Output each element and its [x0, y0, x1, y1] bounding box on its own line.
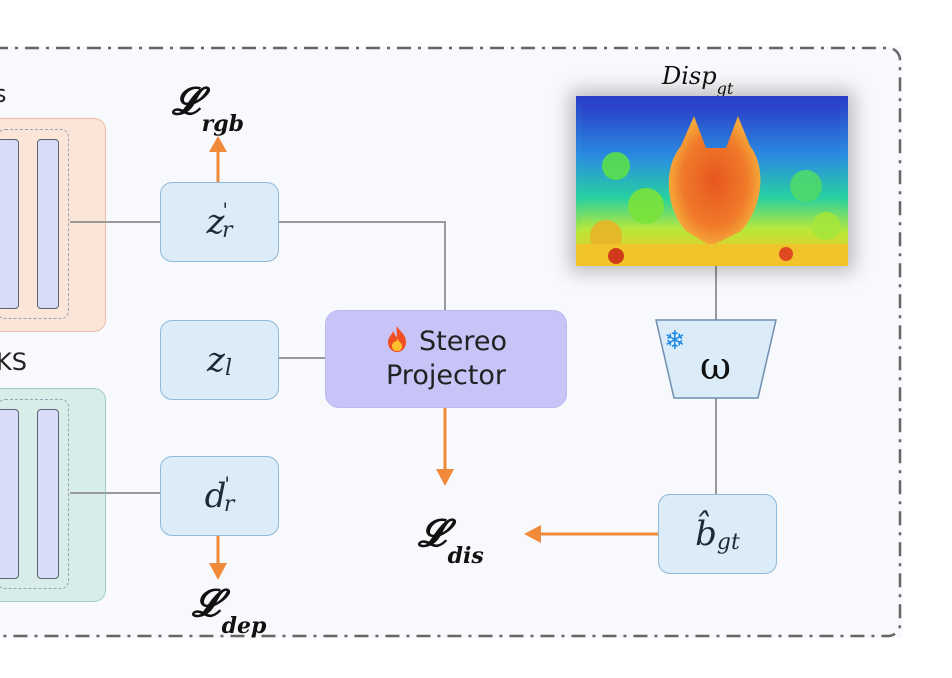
frame-border: [0, 46, 902, 638]
snowflake-icon: ❄: [664, 326, 686, 356]
depth-layer-bar-1: [0, 409, 19, 579]
disp-gt-label: Dispgt: [662, 62, 734, 98]
node-b-hat-gt: b̂gt: [658, 494, 777, 574]
node-z-r-prime: z'r: [160, 182, 279, 262]
loss-dis-label: 𝓛dis: [418, 510, 484, 569]
loss-rgb-label: 𝓛rgb: [172, 78, 244, 137]
fire-icon: [388, 326, 406, 352]
depth-inner-dash: [0, 399, 69, 589]
depth-block: [0, 388, 106, 602]
rgb-layer-bar-2: [37, 139, 59, 309]
loss-dep-label: 𝓛dep: [192, 580, 267, 639]
projector-line-1: Stereo: [419, 326, 507, 357]
node-d-r-prime: d'r: [160, 456, 279, 536]
partial-label-top: s: [0, 80, 7, 108]
disparity-image: [576, 96, 848, 266]
rgb-layer-bar-1: [0, 139, 19, 309]
disparity-image-stack: [576, 96, 848, 266]
rgb-inner-dash: [0, 129, 69, 319]
frozen-encoder: [655, 319, 777, 399]
projector-line-2: Projector: [386, 360, 506, 391]
stereo-projector: Stereo Projector: [325, 310, 567, 408]
partial-label-bottom: KS: [0, 348, 27, 376]
depth-layer-bar-2: [37, 409, 59, 579]
line-zr-to-projector: [277, 221, 446, 310]
encoder-omega: ω: [700, 344, 731, 388]
rgb-block: [0, 118, 106, 332]
